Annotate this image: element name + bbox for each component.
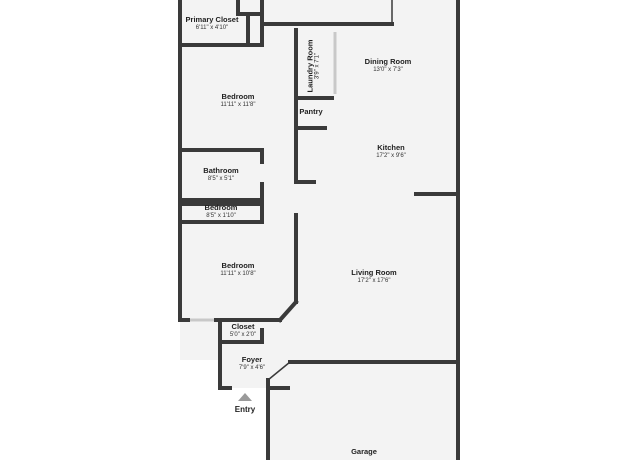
room-dimensions: 6'11" x 4'10"	[195, 24, 229, 31]
room-dimensions: 13'0" x 7'3"	[373, 66, 403, 73]
room-name: Closet	[231, 322, 255, 331]
room-label-bedroom-small: Bedroom 8'5" x 1'10"	[204, 203, 238, 220]
room-label-kitchen: Kitchen 17'2" x 9'6"	[376, 143, 406, 160]
walls	[178, 0, 460, 460]
room-label-bathroom: Bathroom 8'5" x 5'1"	[203, 166, 239, 183]
room-name: Garage	[351, 447, 377, 456]
room-name: Bedroom	[221, 92, 255, 101]
room-dimensions: 11'11" x 11'8"	[220, 101, 256, 108]
room-dimensions: 17'2" x 17'6"	[357, 277, 391, 284]
room-label-living: Living Room 17'2" x 17'6"	[351, 268, 397, 285]
room-label-bedroom-2: Bedroom 11'11" x 10'8"	[220, 261, 256, 278]
room-label-laundry: Laundry Room 3'9" x 7'1"	[305, 39, 322, 93]
room-dimensions: 17'2" x 9'6"	[376, 152, 406, 159]
room-dimensions: 7'9" x 4'6"	[238, 364, 266, 371]
room-label-dining: Dining Room 13'0" x 7'3"	[364, 57, 412, 74]
room-name: Kitchen	[377, 143, 405, 152]
room-label-foyer: Foyer 7'9" x 4'6"	[238, 355, 266, 372]
room-label-closet: Closet 5'0" x 2'0"	[229, 322, 257, 339]
room-dimensions: 8'5" x 5'1"	[207, 175, 235, 182]
partitions	[267, 0, 393, 381]
room-name: Bedroom	[204, 203, 238, 212]
room-label-bedroom-1: Bedroom 11'11" x 11'8"	[220, 92, 256, 109]
entry-label: Entry	[234, 405, 256, 414]
room-dimensions: 3'9" x 7'1"	[314, 52, 321, 80]
room-name: Bedroom	[221, 261, 255, 270]
entry-arrow-icon	[238, 393, 252, 401]
room-dimensions: 8'5" x 1'10"	[206, 212, 236, 219]
floor-fills	[180, 0, 458, 460]
room-name: Pantry	[299, 107, 323, 116]
room-name: Bathroom	[203, 166, 239, 175]
room-dimensions: 5'0" x 2'0"	[229, 331, 257, 338]
room-name: Laundry Room	[305, 39, 315, 93]
room-name: Primary Closet	[185, 15, 239, 24]
room-label-primary-closet: Primary Closet 6'11" x 4'10"	[185, 15, 239, 32]
room-label-pantry: Pantry	[299, 107, 323, 117]
room-name: Dining Room	[364, 57, 412, 66]
room-label-garage: Garage	[351, 447, 377, 457]
room-dimensions: 11'11" x 10'8"	[220, 270, 256, 277]
room-name: Living Room	[351, 268, 397, 277]
room-name: Foyer	[241, 355, 263, 364]
